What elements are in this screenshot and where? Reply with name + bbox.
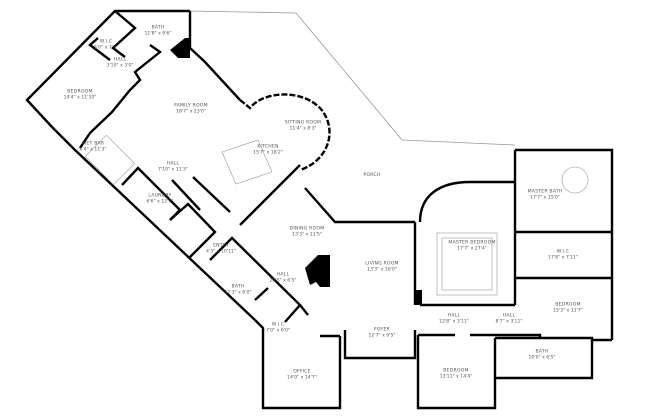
porch-outline [189, 10, 516, 146]
bath-corner-block [170, 38, 190, 58]
walls [25, 9, 614, 410]
fireplace [305, 255, 330, 287]
fixtures [84, 134, 589, 296]
room-label: PORCH [363, 173, 381, 179]
living-wall-block [415, 290, 422, 305]
